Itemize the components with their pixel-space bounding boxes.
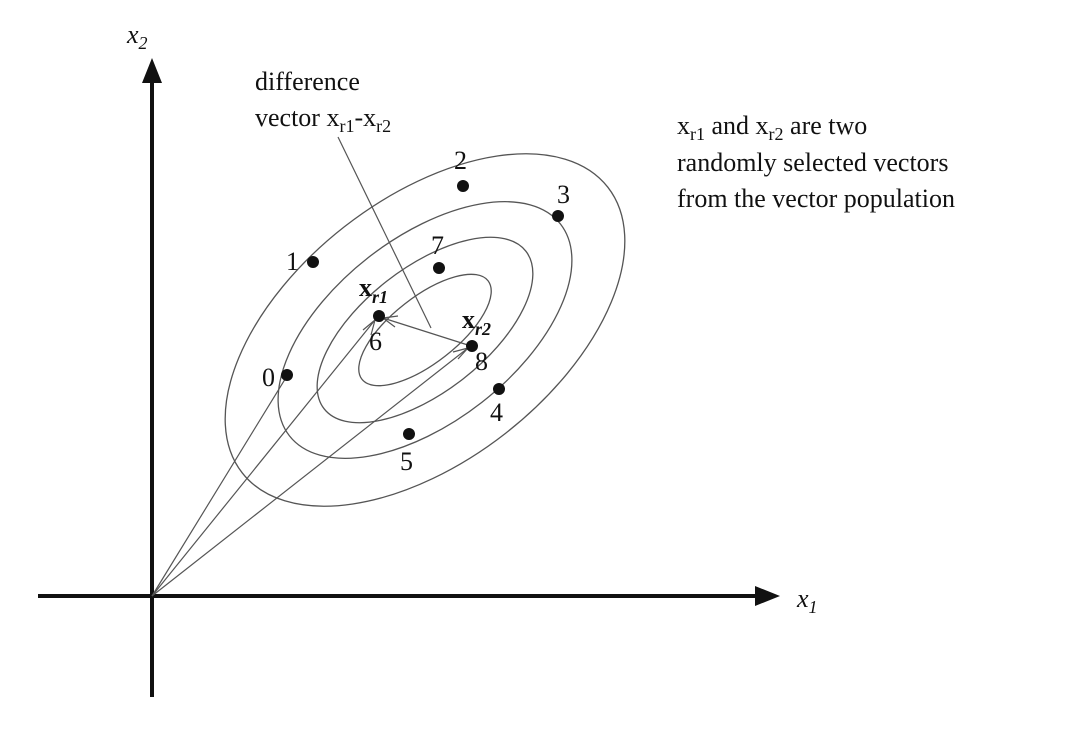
xr2-label: xr2 — [462, 305, 491, 339]
arrowhead-xr1 — [362, 319, 376, 336]
point-5 — [403, 428, 415, 440]
note-line3: from the vector population — [677, 184, 955, 213]
point-4 — [493, 383, 505, 395]
point-label-5: 5 — [400, 447, 413, 476]
contour-3 — [277, 201, 573, 459]
difference-pointer — [337, 136, 432, 329]
x-axis-arrowhead — [755, 586, 780, 606]
vector-to-xr2 — [151, 347, 469, 597]
point-label-1: 1 — [286, 247, 299, 276]
explanatory-note: xr1 and xr2 are two randomly selected ve… — [677, 111, 955, 213]
point-label-0: 0 — [262, 363, 275, 392]
point-2 — [457, 180, 469, 192]
xr1-label: xr1 — [359, 273, 388, 307]
y-axis-label: x2 — [126, 20, 148, 53]
point-7 — [433, 262, 445, 274]
point-label-7: 7 — [431, 231, 444, 260]
y-axis-arrowhead — [142, 58, 162, 83]
difference-arrowhead — [382, 315, 399, 328]
point-6 — [373, 310, 385, 322]
point-8 — [466, 340, 478, 352]
point-labels: 0 1 2 3 4 5 6 7 8 — [262, 146, 570, 476]
vector-to-xr1 — [151, 319, 376, 597]
difference-vector — [337, 136, 472, 347]
contour-lines — [224, 153, 626, 507]
contour-4 — [224, 153, 626, 507]
arrowhead-xr2 — [452, 347, 469, 360]
difference-caption-line1: difference — [255, 67, 360, 96]
point-label-4: 4 — [490, 398, 503, 427]
point-label-8: 8 — [475, 347, 488, 376]
contour-2 — [316, 236, 534, 424]
vector-to-point-0 — [151, 375, 288, 597]
point-label-6: 6 — [369, 327, 382, 356]
note-line2: randomly selected vectors — [677, 148, 948, 177]
difference-arrow — [382, 317, 472, 347]
population-vectors — [151, 319, 469, 597]
point-3 — [552, 210, 564, 222]
axes — [38, 58, 780, 697]
contour-1 — [358, 273, 492, 387]
difference-caption-line2: vector xr1-xr2 — [255, 103, 391, 136]
point-0 — [281, 369, 293, 381]
point-label-3: 3 — [557, 180, 570, 209]
point-label-2: 2 — [454, 146, 467, 175]
point-1 — [307, 256, 319, 268]
difference-caption: difference vector xr1-xr2 — [255, 67, 391, 136]
x-axis-label: x1 — [796, 584, 818, 617]
note-line1: xr1 and xr2 are two — [677, 111, 867, 144]
population-points — [281, 180, 564, 440]
